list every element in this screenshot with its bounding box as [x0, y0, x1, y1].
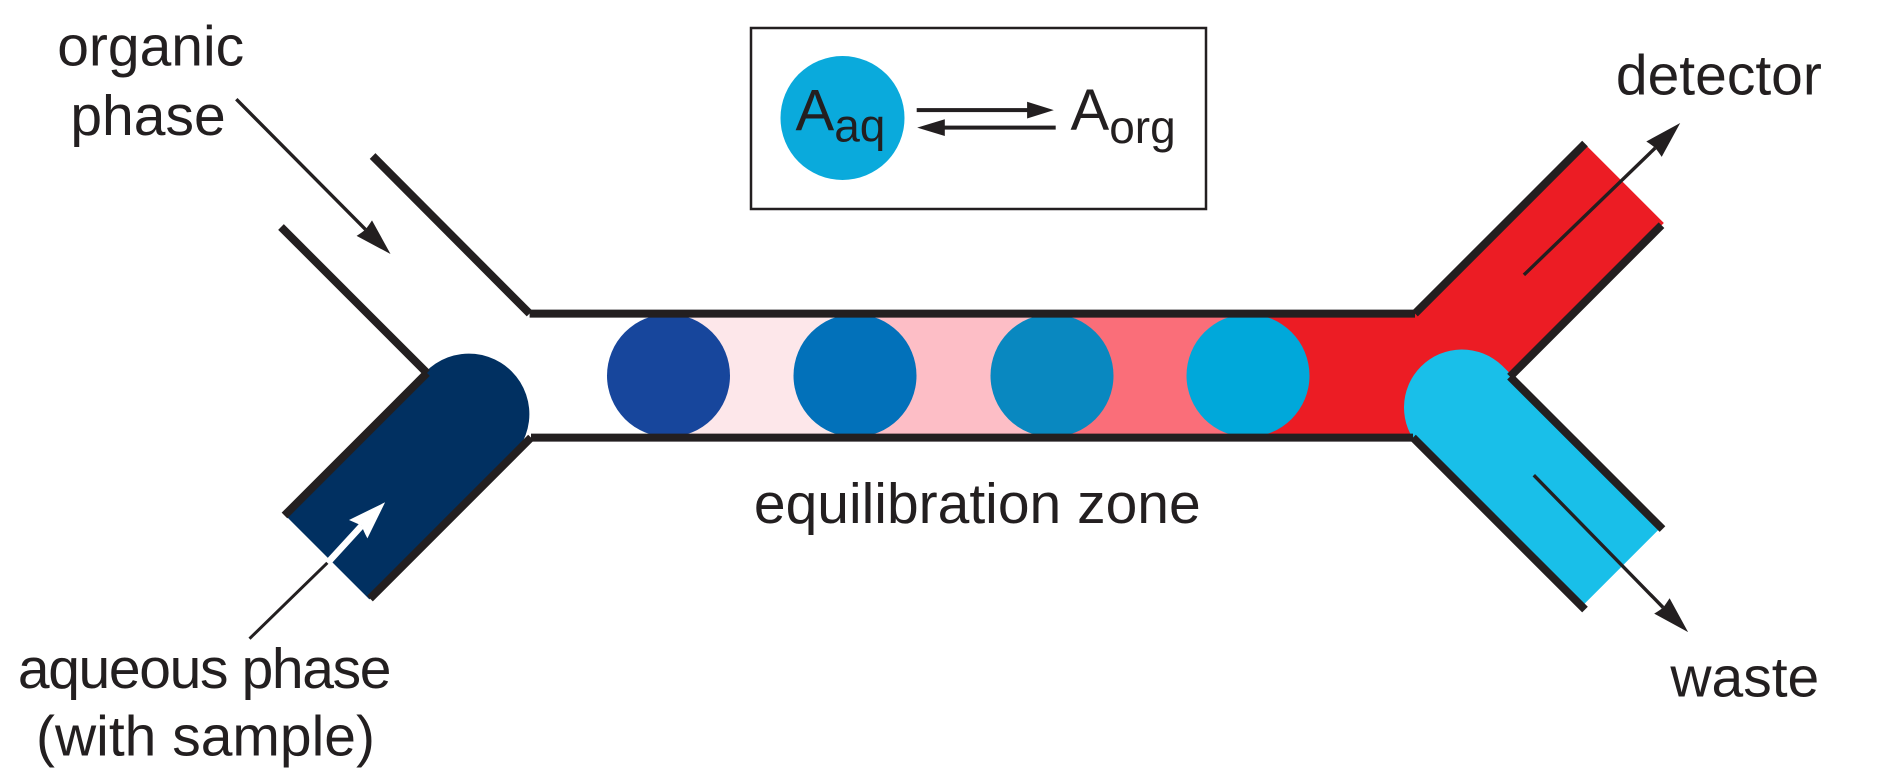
svg-text:detector: detector	[1616, 44, 1822, 108]
svg-text:aqueous phase: aqueous phase	[18, 637, 390, 701]
svg-text:waste: waste	[1669, 645, 1819, 709]
svg-text:equilibration zone: equilibration zone	[754, 472, 1201, 536]
svg-text:(with sample): (with sample)	[36, 705, 375, 769]
svg-text:phase: phase	[70, 84, 225, 148]
svg-text:organic: organic	[57, 14, 244, 78]
